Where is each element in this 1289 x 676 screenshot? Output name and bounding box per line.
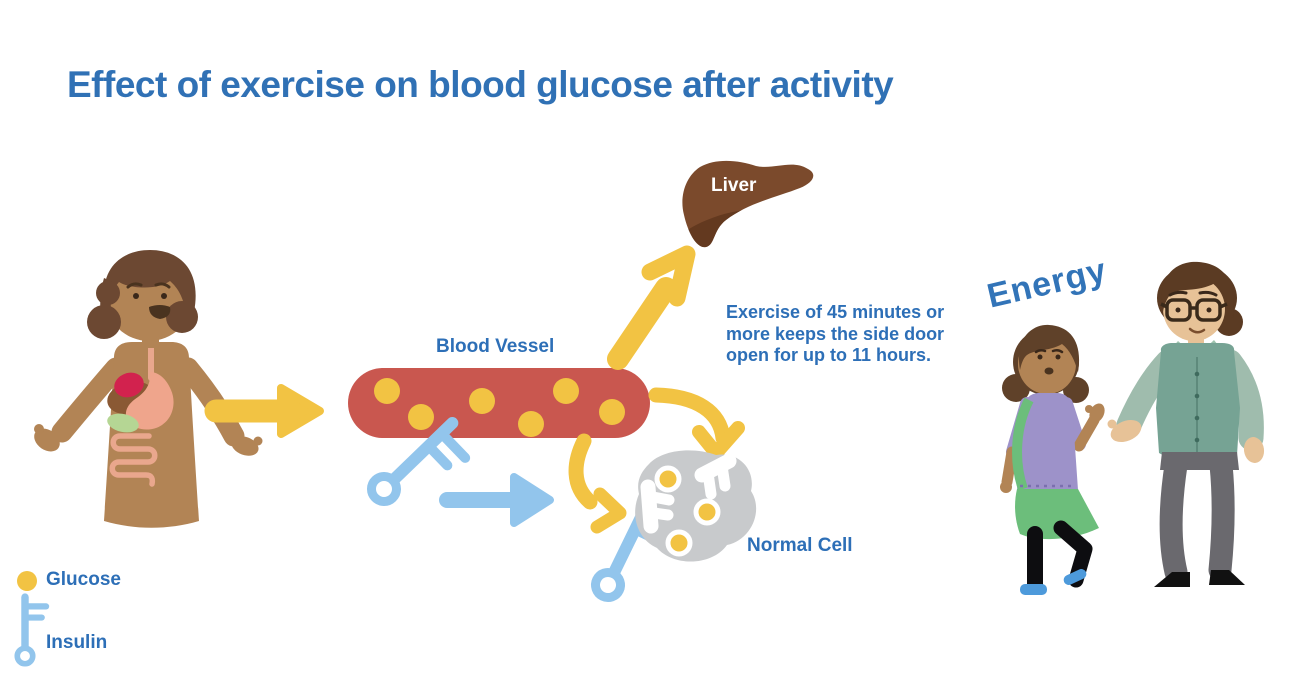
exercise-note-line: open for up to 11 hours.: [726, 345, 932, 365]
man-shoe: [1209, 570, 1245, 585]
cell-side-doors: [640, 453, 737, 534]
woman-right-finger: [253, 436, 263, 446]
girl-right-forearm: [1073, 414, 1100, 452]
exercise-note-line: more keeps the side door: [726, 323, 945, 344]
man-left-leg: [1159, 453, 1188, 584]
girl-hair-front: [1018, 324, 1080, 372]
legend-glucose-label: Glucose: [46, 569, 121, 590]
glucose-dots-in-vessel: [374, 378, 625, 437]
girl-shoe: [1020, 584, 1047, 595]
man-right-hand: [1243, 437, 1265, 463]
side-door-top-tooth: [716, 460, 731, 492]
man-smile: [1188, 327, 1206, 334]
blood-vessel-label: Blood Vessel: [436, 336, 555, 357]
side-door-top-tooth: [702, 467, 717, 500]
red-organ: [114, 372, 144, 398]
woman-left-arm: [51, 357, 127, 443]
man-figure: [1107, 261, 1265, 587]
glucose-legend-dot: [17, 571, 37, 591]
blood-vessel: [348, 368, 650, 438]
stomach: [125, 372, 174, 430]
woman-left-hand: [34, 428, 60, 452]
man-eyebrow: [1198, 290, 1218, 297]
glucose-dot: [693, 498, 721, 526]
man-left-hand: [1110, 419, 1142, 443]
glucose-dot: [408, 404, 434, 430]
side-door-left-tooth: [648, 507, 674, 521]
glucose-dot: [469, 388, 495, 414]
girl-eyebrow: [1034, 348, 1047, 354]
side-door-left: [640, 479, 659, 534]
woman-hair-bun-left: [87, 305, 121, 339]
girl-figure: [1000, 324, 1105, 595]
girl-left-forearm: [1001, 446, 1018, 488]
woman-hair-bun-upper: [96, 281, 120, 305]
glucose-dot: [599, 399, 625, 425]
girl-thumb: [1085, 405, 1093, 413]
insulin-arrow: [439, 473, 554, 527]
man-eyebrow: [1168, 290, 1188, 297]
glucose-dot: [654, 465, 682, 493]
girl-backpack-strap: [1012, 397, 1034, 491]
woman-eye-left: [133, 293, 139, 299]
pancreas: [107, 413, 139, 433]
woman-hair: [103, 250, 196, 318]
glucose-dot: [665, 529, 693, 557]
girl-eye: [1037, 354, 1043, 360]
glucose-dot: [553, 378, 579, 404]
girl-right-hand: [1089, 403, 1105, 423]
man-eye: [1206, 307, 1212, 313]
girl-eye: [1055, 354, 1061, 360]
legend-insulin-label: Insulin: [46, 632, 108, 653]
girl-left-hand: [1000, 481, 1012, 493]
girl-hair-side: [1063, 377, 1089, 403]
girl-shoe: [1063, 569, 1087, 585]
man-shirt-buttons: [1194, 371, 1200, 443]
man-hair-front: [1161, 261, 1235, 318]
woman-mouth: [149, 305, 171, 319]
arrow-vessel-to-cell-left: [568, 433, 627, 534]
man-glasses: [1160, 298, 1228, 322]
man-shoe: [1154, 572, 1190, 587]
normal-cell-label: Normal Cell: [747, 535, 853, 556]
girl-mouth: [1044, 367, 1054, 375]
liver-label: Liver: [711, 175, 757, 196]
girl-hair-bun: [1002, 374, 1030, 402]
exercise-note: Exercise of 45 minutes or more keeps the…: [726, 302, 944, 367]
arrow-woman-to-vessel: [204, 384, 324, 438]
girl-top: [1017, 393, 1078, 490]
man-left-finger: [1107, 419, 1117, 429]
woman-eye-right: [161, 293, 167, 299]
woman-eyebrow-left: [126, 282, 143, 289]
digestive-system: [107, 341, 174, 487]
man-eye: [1175, 307, 1181, 313]
intestines: [109, 433, 158, 487]
side-door-left-tooth: [647, 491, 675, 506]
woman-hair-bun-right: [166, 301, 198, 333]
glucose-dot: [518, 411, 544, 437]
woman-right-hand: [231, 436, 259, 456]
girl-eyebrow: [1051, 348, 1064, 354]
normal-cell: [635, 450, 757, 562]
woman-left-thumb: [34, 424, 44, 434]
page-title: Effect of exercise on blood glucose afte…: [67, 64, 894, 105]
glucose-dots-in-cell: [654, 465, 721, 557]
insulin-legend-key: [17, 597, 46, 664]
man-right-leg: [1208, 453, 1235, 582]
arrow-vessel-to-cell-right: [648, 387, 745, 460]
exercise-note-line: Exercise of 45 minutes or: [726, 302, 945, 322]
arrow-vessel-to-liver: [607, 245, 696, 370]
woman-eyebrow-right: [154, 282, 171, 289]
glucose-dot: [374, 378, 400, 404]
woman-figure: [34, 250, 263, 528]
